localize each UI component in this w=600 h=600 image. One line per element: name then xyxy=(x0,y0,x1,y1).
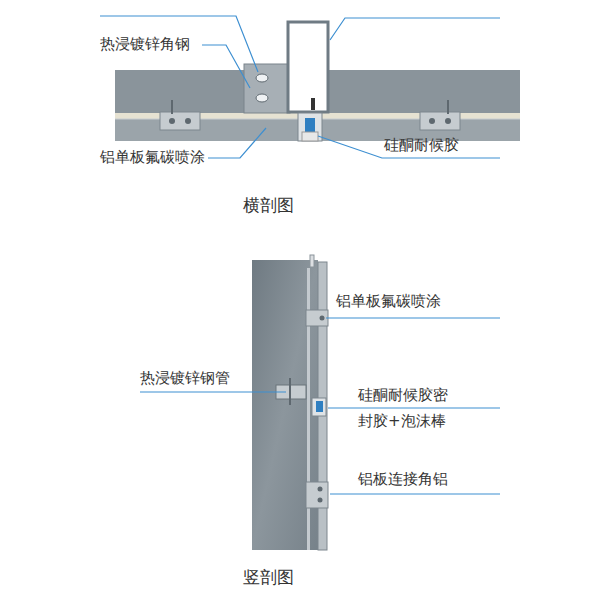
steel-tube xyxy=(288,22,328,112)
part-label: 铝板连接角铝 xyxy=(358,470,448,489)
part-label: 铝单板氟碳喷涂 xyxy=(100,148,205,167)
part-label: 热浸镀锌角钢 xyxy=(100,35,190,54)
part-label: 热浸镀锌钢管 xyxy=(140,369,230,388)
part-label: 铝单板氟碳喷涂 xyxy=(336,292,441,311)
part-label: 硅酮耐候胶密 封胶+泡沫棒 xyxy=(358,382,458,435)
leader-lines-bottom xyxy=(140,318,500,494)
view-caption: 横剖图 xyxy=(243,195,294,216)
view-caption: 竖剖图 xyxy=(243,567,294,588)
part-label: 硅酮耐候胶 xyxy=(384,136,459,155)
angle-steel xyxy=(244,64,290,113)
leader-lines-top xyxy=(100,16,500,158)
vertical-section xyxy=(252,255,328,550)
